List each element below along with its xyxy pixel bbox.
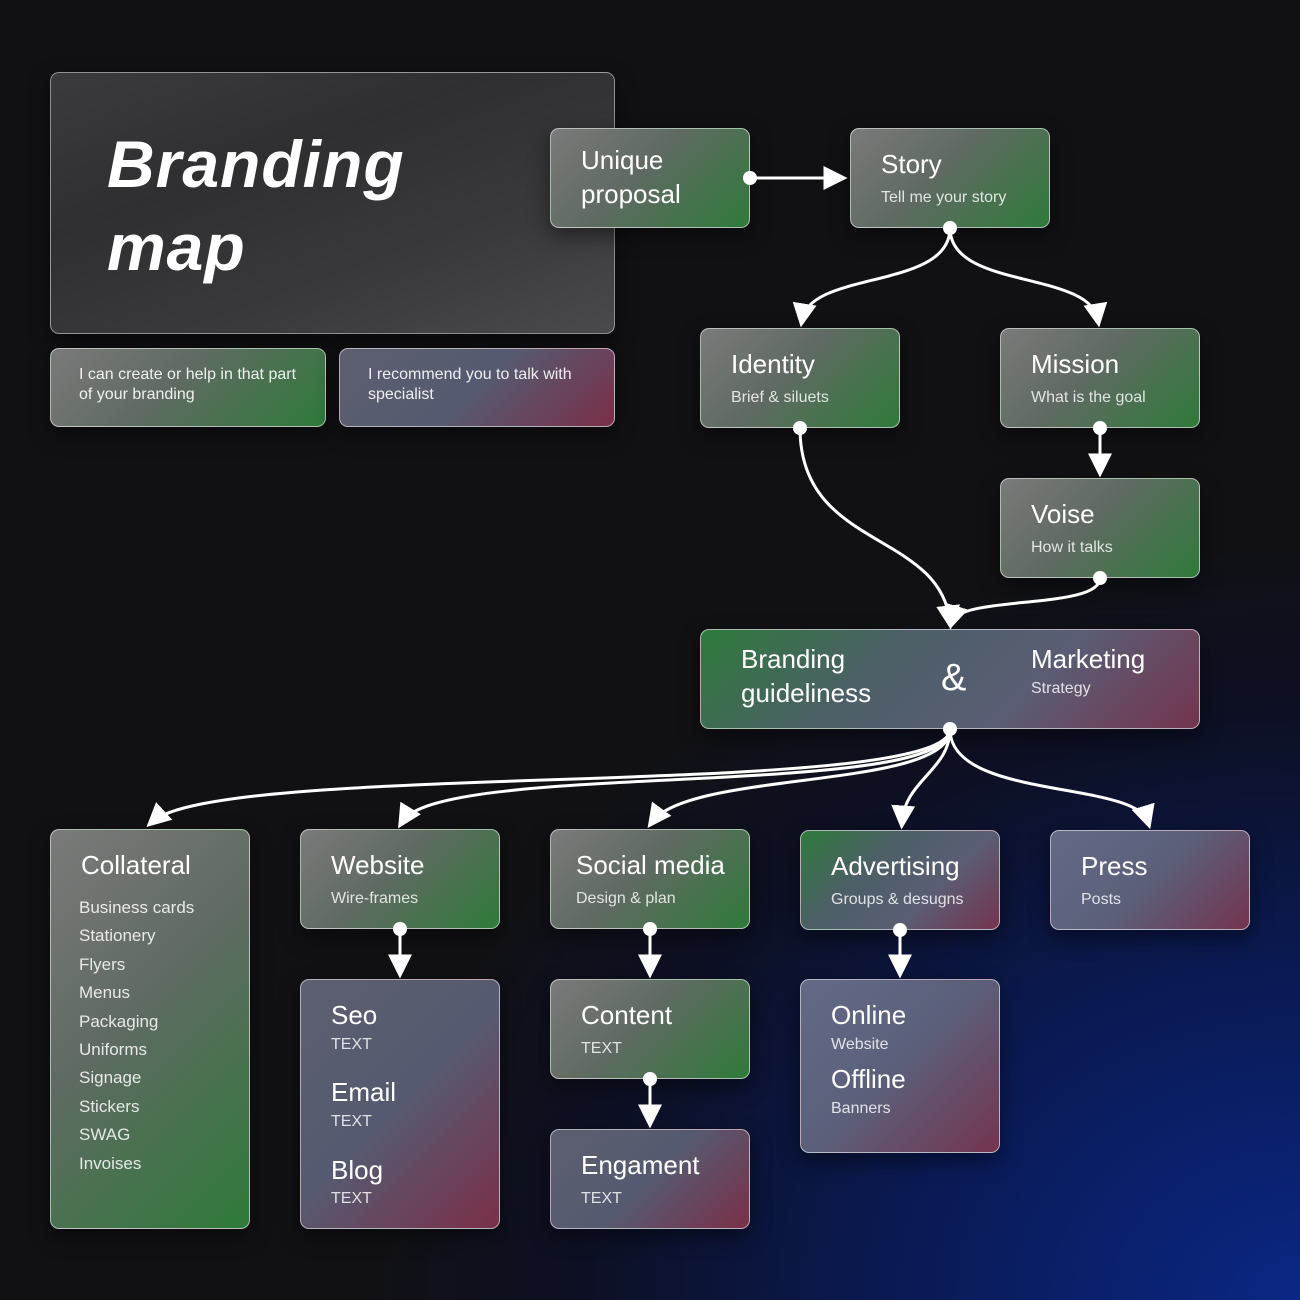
node-online-title: Online bbox=[831, 1000, 907, 1030]
node-story-sub: Tell me your story bbox=[881, 189, 1007, 206]
list-item: SWAG bbox=[79, 1125, 131, 1145]
list-item: Signage bbox=[79, 1068, 142, 1088]
list-item: Stickers bbox=[79, 1096, 140, 1116]
legend-create-text: I can create or help in that part of you… bbox=[79, 366, 297, 403]
hero-title: Branding map bbox=[107, 127, 405, 284]
list-item: Flyers bbox=[79, 954, 126, 974]
legend-create: I can create or help in that part of you… bbox=[50, 348, 326, 427]
node-offline-sub: Banners bbox=[831, 1100, 891, 1117]
node-online-offline: Online Website Offline Banners bbox=[800, 979, 1000, 1153]
node-identity-sub: Brief & siluets bbox=[731, 389, 829, 406]
connector-story-identity bbox=[792, 226, 952, 328]
node-press: Press Posts bbox=[1050, 830, 1250, 930]
node-website-sub: Wire-frames bbox=[331, 890, 419, 907]
node-mission-title: Mission bbox=[1031, 349, 1120, 379]
node-website-title: Website bbox=[331, 850, 425, 880]
connector-identity-guidelines bbox=[798, 426, 961, 630]
node-voise-sub: How it talks bbox=[1031, 539, 1113, 556]
node-collateral: Collateral Business cards Stationery Fly… bbox=[50, 829, 250, 1229]
node-advertising-title: Advertising bbox=[831, 851, 960, 881]
node-unique-proposal-title: Unique proposal bbox=[581, 145, 681, 209]
node-marketing-title: Marketing bbox=[1031, 644, 1146, 674]
list-item: Stationery bbox=[79, 926, 156, 946]
hero-card: Branding map bbox=[50, 72, 615, 334]
list-item: Business cards bbox=[79, 898, 195, 917]
node-voise: Voise How it talks bbox=[1000, 478, 1200, 578]
node-advertising: Advertising Groups & desugns bbox=[800, 830, 1000, 930]
node-content-title: Content bbox=[581, 1000, 673, 1030]
node-press-sub: Posts bbox=[1081, 891, 1122, 908]
node-story: Story Tell me your story bbox=[850, 128, 1050, 228]
node-email-sub: TEXT bbox=[331, 1113, 372, 1130]
node-identity-title: Identity bbox=[731, 349, 815, 379]
connector-story-mission bbox=[948, 226, 1108, 328]
node-blog-sub: TEXT bbox=[331, 1190, 372, 1207]
node-blog-title: Blog bbox=[331, 1155, 384, 1185]
node-mission: Mission What is the goal bbox=[1000, 328, 1200, 428]
connector-guidelines-collateral bbox=[146, 727, 952, 828]
node-engagement: Engament TEXT bbox=[550, 1129, 750, 1229]
node-collateral-title: Collateral bbox=[81, 850, 191, 880]
node-seo-sub: TEXT bbox=[331, 1036, 372, 1053]
connector-voise-guidelines bbox=[945, 576, 1102, 630]
list-item: Packaging bbox=[79, 1011, 159, 1031]
node-seo-email-blog: Seo TEXT Email TEXT Blog TEXT bbox=[300, 979, 500, 1229]
ampersand: & bbox=[941, 657, 967, 699]
collateral-list: Business cards Stationery Flyers Menus P… bbox=[79, 898, 194, 1182]
node-advertising-sub: Groups & desugns bbox=[831, 891, 964, 908]
node-story-title: Story bbox=[881, 149, 942, 179]
connector-guidelines-press bbox=[948, 727, 1155, 830]
node-press-title: Press bbox=[1081, 851, 1148, 881]
node-unique-proposal: Unique proposal bbox=[550, 128, 750, 228]
node-content: Content TEXT bbox=[550, 979, 750, 1079]
connector-guidelines-advertising bbox=[891, 727, 952, 830]
node-offline-title: Offline bbox=[831, 1064, 906, 1094]
node-voise-title: Voise bbox=[1031, 499, 1095, 529]
node-email-title: Email bbox=[331, 1077, 397, 1107]
node-social-media: Social media Design & plan bbox=[550, 829, 750, 929]
list-item: Invoises bbox=[79, 1153, 142, 1173]
node-mission-sub: What is the goal bbox=[1031, 389, 1146, 406]
connector-guidelines-social bbox=[647, 727, 952, 829]
node-identity: Identity Brief & siluets bbox=[700, 328, 900, 428]
node-seo-title: Seo bbox=[331, 1000, 378, 1030]
node-branding-guidelines: Branding guideliness & Marketing Strateg… bbox=[700, 629, 1200, 729]
node-social-media-title: Social media bbox=[576, 850, 725, 880]
list-item: Uniforms bbox=[79, 1039, 148, 1059]
legend-specialist: I recommend you to talk with specialist bbox=[339, 348, 615, 427]
node-engagement-title: Engament bbox=[581, 1150, 700, 1180]
list-item: Menus bbox=[79, 983, 131, 1003]
node-online-sub: Website bbox=[831, 1036, 889, 1053]
node-engagement-sub: TEXT bbox=[581, 1190, 622, 1207]
connector-guidelines-website bbox=[398, 727, 952, 829]
node-social-media-sub: Design & plan bbox=[576, 890, 676, 907]
node-content-sub: TEXT bbox=[581, 1040, 622, 1057]
legend-specialist-text: I recommend you to talk with specialist bbox=[368, 366, 572, 403]
node-marketing-sub: Strategy bbox=[1031, 680, 1091, 697]
node-website: Website Wire-frames bbox=[300, 829, 500, 929]
node-branding-guidelines-title: Branding guideliness bbox=[741, 644, 872, 708]
